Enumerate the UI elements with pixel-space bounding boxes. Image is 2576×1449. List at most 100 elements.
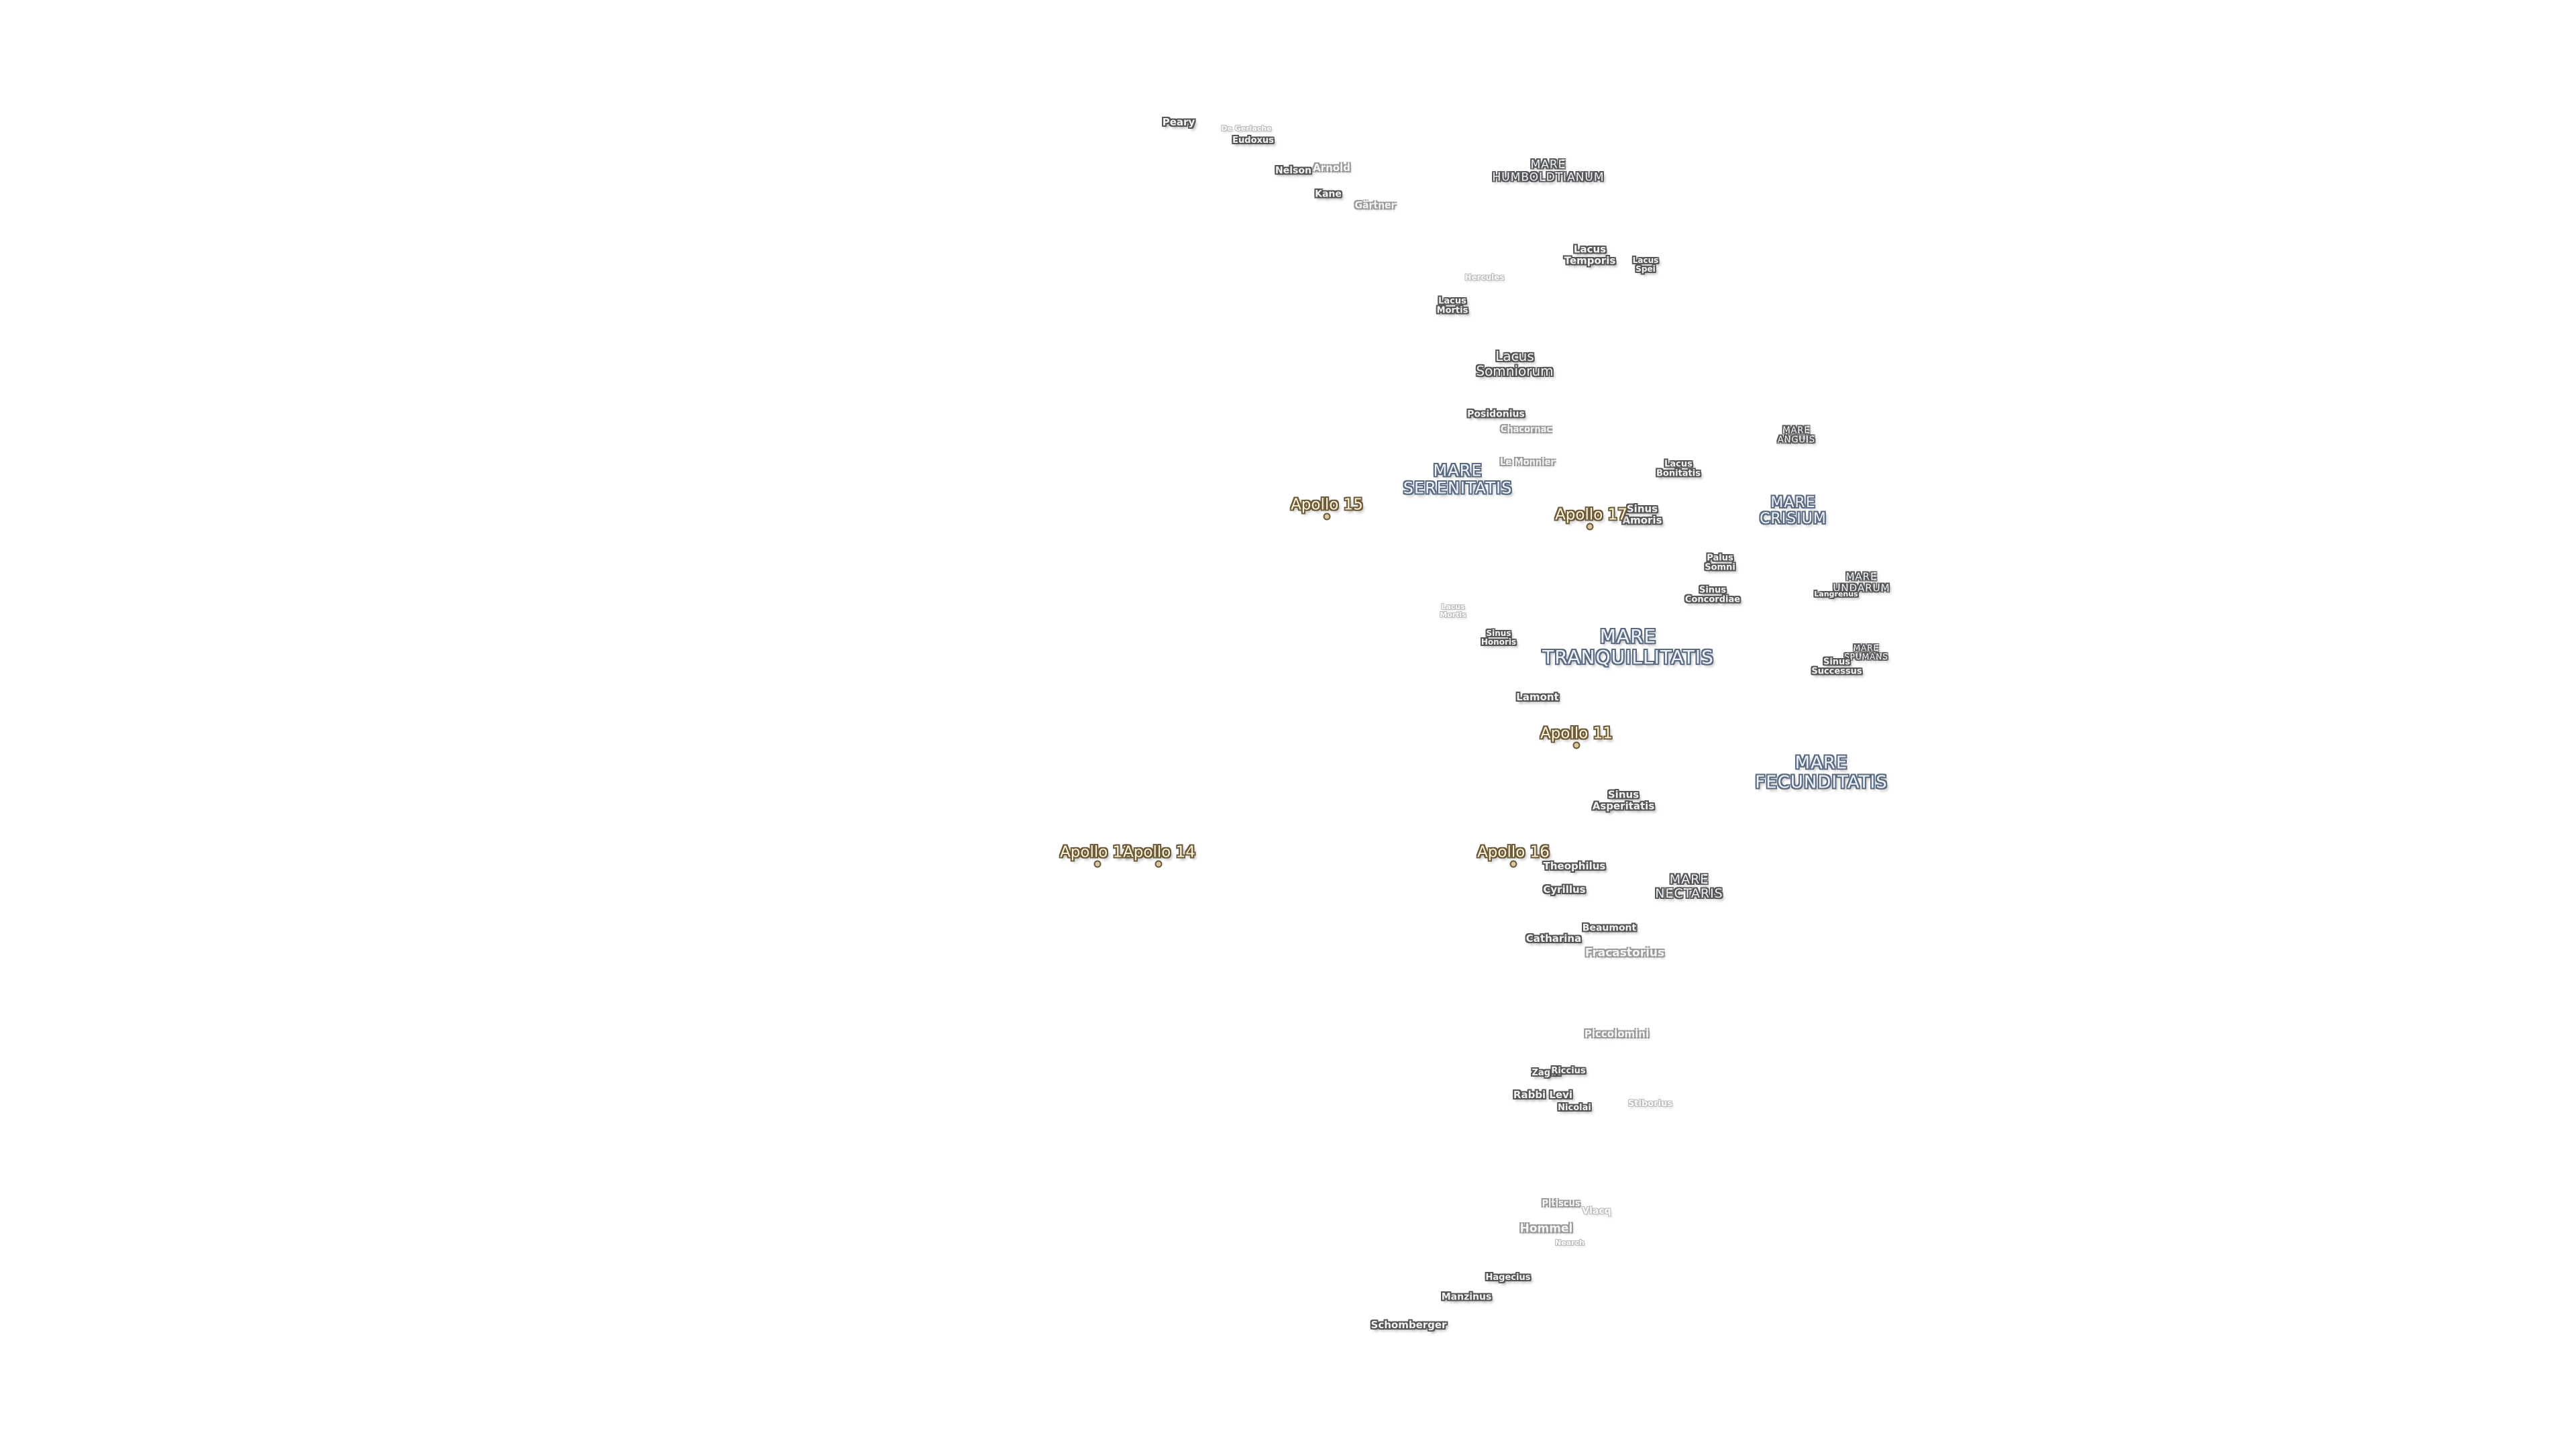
label-sinus-honoris: Sinus Honoris: [1481, 629, 1516, 647]
label-hercules: Hercules: [1464, 273, 1504, 282]
label-text: Stiborius: [1627, 1098, 1673, 1109]
label-line: Mortis: [1436, 306, 1468, 316]
apollo-15-marker[interactable]: [1323, 513, 1331, 521]
label-line: UNDARUM: [1833, 582, 1890, 594]
label-text: Arnold: [1313, 161, 1350, 174]
label-line: Temporis: [1564, 254, 1616, 266]
label-text: Nelson: [1275, 165, 1311, 176]
label-lacus-spei: Lacus Spei: [1633, 256, 1659, 274]
label-text: Eudoxus: [1232, 135, 1274, 146]
label-line: MARE: [1853, 643, 1880, 653]
label-mare-undarum: MARE UNDARUM: [1833, 571, 1890, 594]
apollo-14-marker[interactable]: [1155, 860, 1163, 868]
label-schomberger: Schomberger: [1371, 1320, 1447, 1331]
apollo-17-label[interactable]: Apollo 17: [1555, 506, 1627, 524]
label-mare-spumans: MARE SPUMANS: [1844, 643, 1888, 661]
label-line: NECTARIS: [1655, 886, 1723, 901]
label-line: Lacus: [1441, 602, 1465, 611]
label-line: Lacus: [1495, 348, 1534, 364]
label-lacus-mortis: Lacus Mortis: [1437, 297, 1468, 317]
label-line: MARE: [1599, 625, 1657, 648]
label-le-monnier: Le Monnier: [1500, 458, 1555, 468]
label-gartner: Gärtner: [1354, 200, 1396, 211]
label-text: Posidonius: [1467, 409, 1525, 420]
label-lacus-bonitatis: Lacus Bonitatis: [1656, 460, 1701, 480]
apollo-12-label[interactable]: Apollo 12: [1060, 844, 1132, 861]
label-line: Sinus: [1699, 585, 1727, 596]
label-peary: Peary: [1163, 117, 1195, 128]
label-text: Beaumont: [1582, 922, 1637, 934]
label-text: Langrenus: [1814, 589, 1858, 598]
label-cyrillus: Cyrillus: [1543, 884, 1585, 896]
label-text: Rabbi Levi: [1513, 1088, 1573, 1101]
apollo-11-label[interactable]: Apollo 11: [1540, 724, 1613, 743]
label-eudoxus: Eudoxus: [1232, 136, 1274, 146]
label-text: Riccius: [1551, 1065, 1586, 1076]
label-text: Piccolomini: [1584, 1027, 1650, 1040]
label-text: Le Monnier: [1500, 457, 1555, 468]
label-text: Apollo 12: [1060, 843, 1132, 861]
label-text: Vlacq: [1582, 1205, 1611, 1217]
label-text: Theophilus: [1543, 859, 1606, 872]
label-line: ANGUIS: [1777, 435, 1816, 445]
label-line: Bonitatis: [1656, 469, 1701, 479]
label-lamont: Lamont: [1516, 692, 1558, 703]
label-line: CRISIUM: [1760, 511, 1827, 527]
label-nearch: Nearch: [1555, 1238, 1585, 1247]
label-line: MARE: [1669, 872, 1709, 888]
label-line: TRANQUILLITATIS: [1542, 646, 1714, 668]
label-vlacq: Vlacq: [1582, 1205, 1611, 1217]
label-text: Apollo 11: [1540, 724, 1613, 743]
label-line: Spei: [1635, 264, 1656, 274]
label-line: Somniorum: [1476, 363, 1554, 379]
label-text: Cyrillus: [1543, 883, 1586, 896]
label-nicolai: Nicolai: [1558, 1103, 1591, 1113]
label-line: Concordiae: [1684, 595, 1741, 605]
label-line: Lacus: [1632, 255, 1659, 265]
label-catharina: Catharina: [1526, 933, 1581, 945]
label-mare-fecunditatis: MARE FECUNDITATIS: [1755, 753, 1887, 792]
label-lacus-mortis-faint: Lacus Mortis: [1440, 602, 1466, 619]
apollo-14-label[interactable]: Apollo 14: [1123, 844, 1195, 861]
label-text: Fracastorius: [1585, 946, 1665, 960]
label-line: Lacus: [1664, 459, 1693, 470]
label-langrenus: Langrenus: [1814, 590, 1858, 598]
label-line: HUMBOLDTIANUM: [1492, 170, 1605, 184]
label-line: SERENITATIS: [1403, 479, 1513, 498]
label-text: Gärtner: [1354, 200, 1396, 211]
label-hagecius: Hagecius: [1486, 1273, 1531, 1283]
label-posidonius: Posidonius: [1467, 409, 1525, 419]
label-fracastorius: Fracastorius: [1585, 947, 1664, 960]
label-palus-somni: Palus Somni: [1705, 553, 1735, 574]
apollo-15-label[interactable]: Apollo 15: [1291, 496, 1363, 514]
apollo-16-marker[interactable]: [1509, 860, 1517, 868]
label-line: Sinus: [1823, 657, 1851, 667]
apollo-16-label[interactable]: Apollo 16: [1477, 844, 1550, 861]
label-text: Apollo 14: [1123, 843, 1195, 861]
label-line: MARE: [1433, 461, 1483, 480]
label-lacus-somniorum: Lacus Somniorum: [1476, 349, 1553, 378]
label-nelson: Nelson: [1275, 165, 1311, 176]
label-line: MARE: [1530, 158, 1566, 172]
label-text: Manzinus: [1441, 1291, 1492, 1303]
label-text: Chacornac: [1500, 424, 1552, 435]
apollo-17-marker[interactable]: [1586, 523, 1594, 531]
apollo-12-marker[interactable]: [1093, 860, 1102, 868]
label-text: Hagecius: [1485, 1272, 1531, 1283]
apollo-11-marker[interactable]: [1572, 741, 1580, 749]
label-sinus-concordiae: Sinus Concordiae: [1685, 586, 1740, 606]
label-riccius: Riccius: [1551, 1065, 1586, 1076]
label-hommel: Hommel: [1520, 1222, 1573, 1236]
label-beaumont: Beaumont: [1582, 922, 1637, 934]
label-text: Apollo 15: [1291, 496, 1363, 514]
label-text: Kane: [1315, 189, 1342, 200]
label-line: Somni: [1705, 563, 1735, 573]
label-line: Lacus: [1438, 296, 1466, 307]
label-sinus-asperitatis: Sinus Asperitatis: [1593, 789, 1655, 812]
label-theophilus: Theophilus: [1544, 861, 1606, 872]
label-rabbi-levi: Rabbi Levi: [1513, 1089, 1572, 1101]
label-text: De Gerlache: [1221, 123, 1272, 133]
label-line: MARE: [1794, 753, 1848, 773]
label-de-gerlache: De Gerlache: [1221, 123, 1272, 133]
